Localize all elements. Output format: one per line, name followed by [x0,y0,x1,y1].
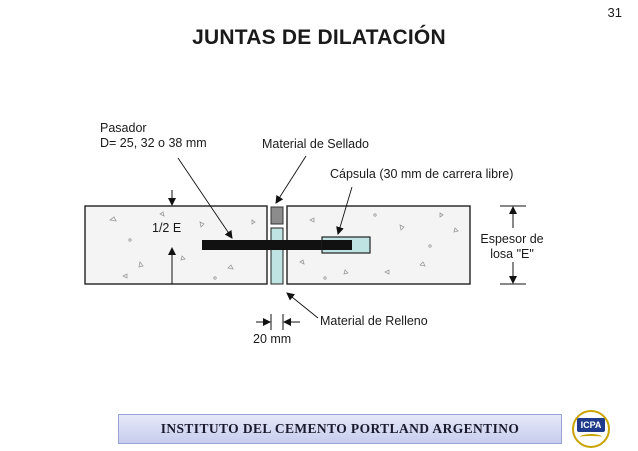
icpa-logo-arc [580,434,602,440]
dowel-label-diameters: D= 25, 32 o 38 mm [100,136,207,150]
sealant-label: Material de Sellado [262,137,370,151]
right-slab [286,205,471,285]
slab-thickness-label-line2: losa "E" [490,247,534,261]
gap-width-dimension [256,314,300,330]
slab-thickness-label: Espesor de losa "E" [472,232,552,262]
page-number: 31 [607,5,622,20]
sealant [270,206,284,225]
capsule-label: Cápsula (30 mm de carrera libre) [330,167,514,181]
half-thickness-label: 1/2 E [152,221,182,235]
page-title: JUNTAS DE DILATACIÓN [192,26,446,49]
aggregate-texture [109,211,459,280]
leader-lines [177,155,353,319]
institution-name: INSTITUTO DEL CEMENTO PORTLAND ARGENTINO [160,421,520,436]
dowel-label: Pasador D= 25, 32 o 38 mm [100,121,207,151]
dowel-bar [202,240,362,250]
dowel-label-name: Pasador [100,121,147,135]
filler-label: Material de Relleno [320,314,428,328]
icpa-logo-text: ICPA [577,418,605,432]
dowel-end-in-capsule [322,240,352,250]
footer-band: INSTITUTO DEL CEMENTO PORTLAND ARGENTINO [118,414,562,444]
slab-thickness-label-line1: Espesor de [480,232,544,246]
slab-thickness-dimension [500,205,526,285]
filler-material [270,227,284,285]
gap-width-label: 20 mm [253,332,292,346]
icpa-logo: ICPA [572,410,610,448]
